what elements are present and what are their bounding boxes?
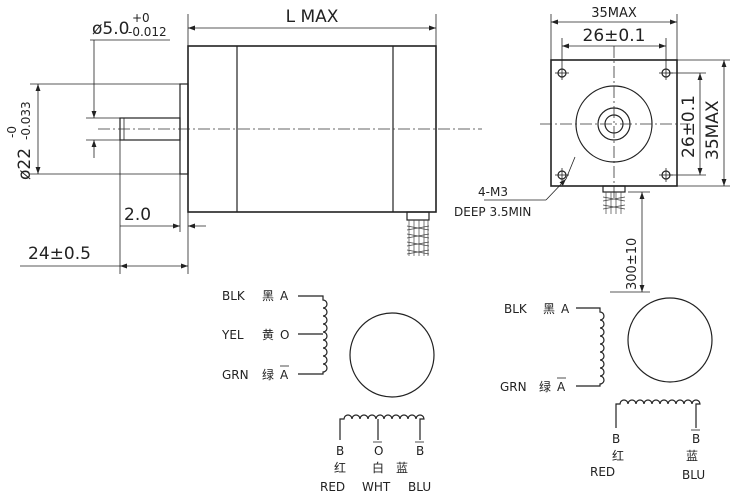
left-top-cn: 黑 bbox=[262, 289, 274, 303]
shaft-dia-tol-upper: +0 bbox=[132, 11, 150, 25]
left-mid-cn: 黄 bbox=[262, 328, 274, 342]
left-center-label: WHT bbox=[362, 480, 391, 494]
length-label: L MAX bbox=[286, 7, 339, 27]
shaft-length-label: 24±0.5 bbox=[28, 244, 91, 264]
shaft-dia-tol-lower: -0.012 bbox=[128, 25, 167, 39]
left-mid-phase: O bbox=[280, 328, 289, 342]
rotor-circle-left bbox=[349, 312, 435, 398]
mount-hole-tl bbox=[555, 66, 569, 80]
right-b2-cn: 蓝 bbox=[686, 449, 698, 463]
left-bot-phase: A bbox=[280, 368, 289, 382]
pilot-dia-tol-lower: -0.033 bbox=[19, 101, 33, 140]
front-view: 35MAX 26±0.1 26±0.1 35MAX 4-M3 DEEP 3.5M… bbox=[454, 6, 730, 293]
coil-a-left bbox=[298, 295, 328, 375]
shaft-diameter-dim: ø5.0 +0 -0.012 bbox=[86, 11, 170, 158]
left-bot-cn: 绿 bbox=[262, 367, 274, 382]
wiring-diagram-6-lead: BLK 黑 A YEL 黄 O GRN 绿 A B 红 RED O 白 WHT … bbox=[221, 289, 435, 494]
left-b1-cn: 红 bbox=[334, 460, 346, 475]
coil-b-left bbox=[339, 414, 425, 440]
lead-length-label: 300±10 bbox=[625, 238, 640, 290]
left-top-label: BLK bbox=[222, 289, 246, 303]
hole-depth-label: DEEP 3.5MIN bbox=[454, 205, 531, 219]
wiring-diagram-4-lead: BLK 黑 A GRN 绿 A B 红 RED B 蓝 BLU bbox=[500, 297, 713, 482]
pilot-height-dim: 2.0 bbox=[120, 174, 206, 274]
right-top-phase: A bbox=[561, 302, 570, 316]
left-center-phase: O bbox=[374, 444, 383, 458]
shaft-dia-label: ø5.0 bbox=[92, 19, 129, 39]
left-b2-phase: B bbox=[416, 444, 424, 458]
flange-height-label: 35MAX bbox=[703, 100, 723, 160]
right-top-label: BLK bbox=[504, 302, 528, 316]
mount-holes-label: 4-M3 bbox=[478, 185, 508, 199]
coil-b-right bbox=[615, 399, 701, 428]
pilot-dia-tol-upper: -0 bbox=[5, 126, 19, 138]
side-view: L MAX ø5.0 +0 -0.012 ø22 -0 -0.033 bbox=[5, 7, 482, 274]
right-b2-phase: B bbox=[692, 432, 700, 446]
front-lead-wires bbox=[602, 185, 626, 214]
pilot-diameter-dim: ø22 -0 -0.033 bbox=[5, 83, 180, 180]
right-bot-label: GRN bbox=[500, 380, 527, 394]
rotor-circle-right bbox=[627, 297, 713, 383]
flange-width-label: 35MAX bbox=[591, 6, 637, 21]
left-center-cn: 白 bbox=[372, 460, 384, 475]
left-top-phase: A bbox=[280, 289, 289, 303]
hole-spacing-x-label: 26±0.1 bbox=[583, 26, 646, 46]
right-b2-label: BLU bbox=[682, 468, 705, 482]
right-b1-phase: B bbox=[612, 432, 620, 446]
pilot-dia-label: ø22 bbox=[15, 148, 35, 180]
left-b2-cn: 蓝 bbox=[396, 461, 408, 475]
right-b1-label: RED bbox=[590, 465, 615, 479]
coil-a-right bbox=[576, 307, 605, 387]
lead-wire-bundle bbox=[406, 211, 430, 256]
right-bot-cn: 绿 bbox=[539, 379, 551, 394]
left-b1-phase: B bbox=[336, 444, 344, 458]
left-bot-label: GRN bbox=[222, 368, 249, 382]
left-b1-label: RED bbox=[320, 480, 345, 494]
hole-spacing-y-label: 26±0.1 bbox=[679, 95, 699, 158]
right-bot-phase: A bbox=[557, 380, 566, 394]
left-mid-label: YEL bbox=[221, 328, 244, 342]
right-top-cn: 黑 bbox=[543, 302, 555, 316]
right-b1-cn: 红 bbox=[612, 448, 624, 463]
pilot-height-label: 2.0 bbox=[124, 205, 151, 225]
shaft-length-dim: 24±0.5 bbox=[20, 140, 188, 274]
mount-hole-bl bbox=[555, 168, 569, 182]
left-b2-label: BLU bbox=[408, 480, 431, 494]
